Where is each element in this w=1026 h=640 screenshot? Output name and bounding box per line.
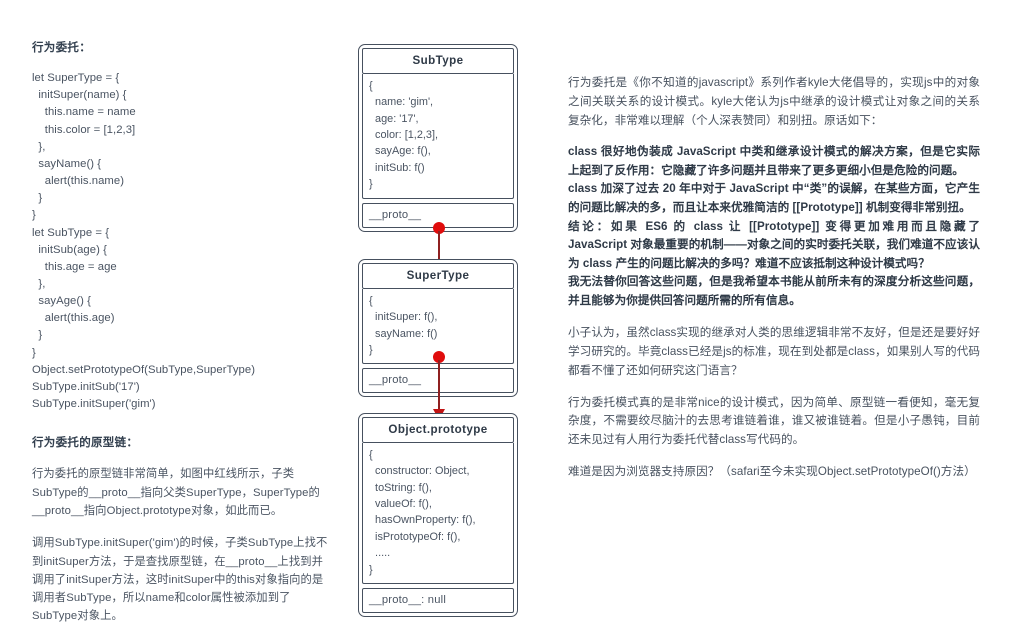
section-heading-behavior-delegation: 行为委托：	[32, 42, 91, 54]
quote-class-disguise: class 很好地伪装成 JavaScript 中类和继承设计模式的解决方案，但…	[568, 145, 980, 177]
uml-box-title: SuperType	[362, 263, 514, 289]
paragraph-author-comment-3: 难道是因为浏览器支持原因？（safari至今未实现Object.setProto…	[568, 464, 976, 478]
page-canvas: 行为委托： let SuperType = { initSuper(name) …	[32, 42, 980, 623]
uml-box-title: Object.prototype	[362, 417, 514, 443]
left-column: 行为委托： let SuperType = { initSuper(name) …	[32, 40, 332, 640]
quote-class-misunderstanding: class 加深了过去 20 年中对于 JavaScript 中“类”的误解，在…	[568, 182, 980, 214]
right-column: 行为委托是《你不知道的javascript》系列作者kyle大佬倡导的，实现js…	[568, 74, 980, 495]
uml-box-properties: { constructor: Object, toString: f(), va…	[362, 443, 514, 584]
quote-block: class 很好地伪装成 JavaScript 中类和继承设计模式的解决方案，但…	[568, 143, 980, 310]
proto-link-origin-dot	[433, 351, 445, 363]
paragraph-intro: 行为委托是《你不知道的javascript》系列作者kyle大佬倡导的，实现js…	[568, 76, 980, 127]
quote-conclusion: 结论：如果 ES6 的 class 让 [[Prototype]] 变得更加难用…	[568, 219, 980, 270]
uml-box-proto-row: __proto__: null	[362, 587, 514, 613]
quote-closing: 我无法替你回答这些问题，但是我希望本书能从前所未有的深度分析这些问题，并且能够为…	[568, 275, 980, 307]
section-heading-prototype-chain: 行为委托的原型链：	[32, 437, 139, 450]
uml-box-object-prototype: Object.prototype { constructor: Object, …	[358, 413, 518, 617]
paragraph-author-comment-1: 小子认为，虽然class实现的继承对人类的思维逻辑非常不友好，但是还是要好好学习…	[568, 326, 980, 377]
uml-box-subtype: SubType { name: 'gim', age: '17', color:…	[358, 44, 518, 232]
code-sample-behavior-delegation: let SuperType = { initSuper(name) { this…	[32, 72, 256, 411]
uml-box-properties: { initSuper: f(), sayName: f() }	[362, 289, 514, 365]
proto-link-origin-dot	[433, 222, 445, 234]
uml-box-properties: { name: 'gim', age: '17', color: [1,2,3]…	[362, 74, 514, 199]
uml-box-title: SubType	[362, 48, 514, 74]
paragraph-author-comment-2: 行为委托模式真的是非常nice的设计模式，因为简单、原型链一看便知，毫无复杂度，…	[568, 395, 980, 447]
proto-link-line	[438, 360, 441, 412]
paragraph-prototype-chain-explanation: 行为委托的原型链非常简单，如图中红线所示，子类SubType的__proto__…	[32, 468, 320, 517]
paragraph-initsuper-explanation: 调用SubType.initSuper('gim')的时候，子类SubType上…	[32, 537, 328, 623]
